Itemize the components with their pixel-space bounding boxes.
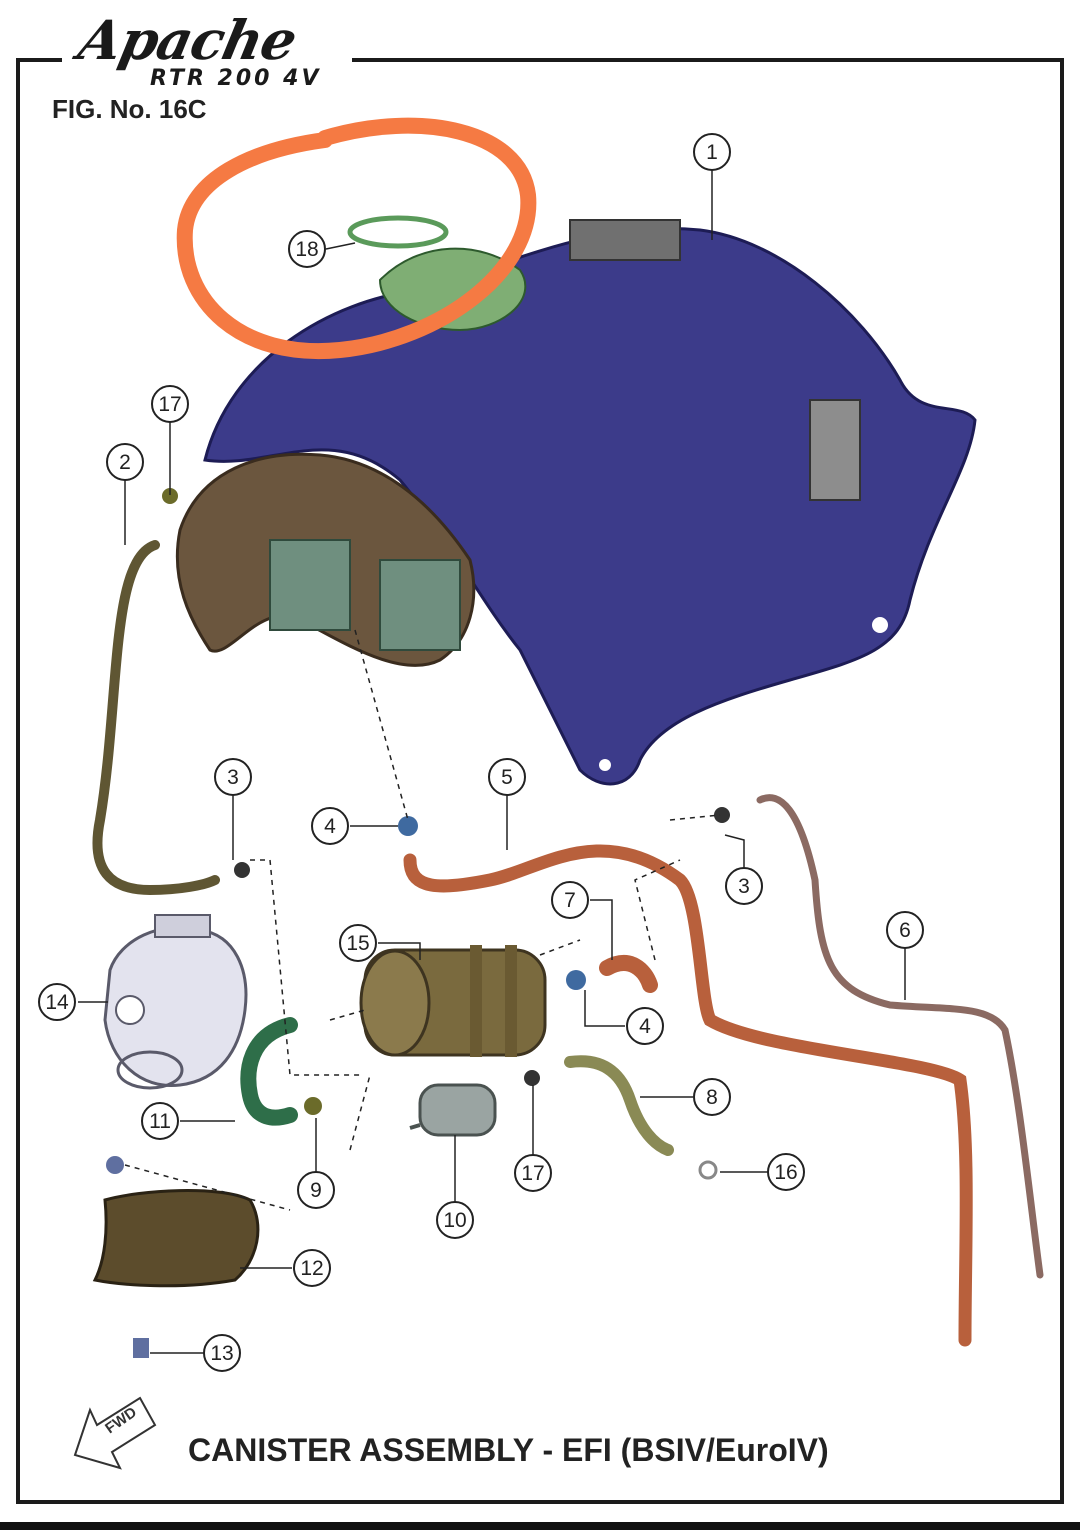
callout-number: 17 xyxy=(521,1162,544,1185)
callout-circle xyxy=(693,1078,731,1116)
canister-part-15 xyxy=(359,945,547,1057)
clip-part-3-left xyxy=(234,862,250,878)
callout-circle xyxy=(203,1334,241,1372)
callout-11: 11 xyxy=(141,1102,179,1140)
callout-number: 4 xyxy=(324,815,336,838)
callout-circle xyxy=(514,1154,552,1192)
callout-10: 10 xyxy=(436,1201,474,1239)
hose-part-7 xyxy=(599,955,658,993)
callout-number: 11 xyxy=(149,1110,171,1133)
callout-18: 18 xyxy=(288,230,326,268)
callout-15: 15 xyxy=(339,924,377,962)
hose-part-6 xyxy=(756,794,1044,1279)
callout-17: 17 xyxy=(151,385,189,423)
callout-circle xyxy=(339,924,377,962)
figure-number: FIG. No. 16C xyxy=(52,94,207,124)
callout-8: 8 xyxy=(693,1078,731,1116)
hose-part-11 xyxy=(240,1017,298,1126)
callout-circle xyxy=(626,1007,664,1045)
callout-17: 17 xyxy=(514,1154,552,1192)
callout-1: 1 xyxy=(693,133,731,171)
callout-circle xyxy=(693,133,731,171)
callout-number: 16 xyxy=(774,1161,797,1184)
callout-number: 17 xyxy=(158,393,181,416)
callout-circle xyxy=(106,443,144,481)
leader-lines xyxy=(78,170,906,1354)
hose-part-5 xyxy=(403,844,973,1347)
screw-part-12 xyxy=(106,1156,124,1174)
callout-circle xyxy=(38,983,76,1021)
callout-circle xyxy=(488,758,526,796)
callout-number: 13 xyxy=(210,1342,233,1365)
callout-number: 10 xyxy=(443,1209,466,1232)
model-label: RTR 200 4V xyxy=(150,66,322,91)
diagram-frame xyxy=(16,58,1064,1504)
callout-6: 6 xyxy=(886,911,924,949)
callout-number: 14 xyxy=(45,991,69,1014)
diagram-caption: CANISTER ASSEMBLY - EFI (BSIV/EuroIV) xyxy=(188,1432,829,1468)
callout-number: 7 xyxy=(564,889,576,912)
o-ring-part-18 xyxy=(347,215,449,249)
callout-14: 14 xyxy=(38,983,76,1021)
clip-part-17-lower xyxy=(524,1070,540,1086)
clip-part-16 xyxy=(698,1160,718,1180)
hose-part-8 xyxy=(564,1055,674,1156)
logo-area xyxy=(62,10,352,100)
callout-circle xyxy=(141,1102,179,1140)
callout-number: 4 xyxy=(639,1015,651,1038)
fwd-arrow-icon xyxy=(73,1396,157,1470)
callout-16: 16 xyxy=(767,1153,805,1191)
callout-number: 2 xyxy=(119,451,131,474)
callout-circle xyxy=(767,1153,805,1191)
cover-part-12 xyxy=(92,1189,260,1288)
filter-part-10 xyxy=(409,1083,497,1137)
callout-number: 3 xyxy=(738,875,750,898)
callout-9: 9 xyxy=(297,1171,335,1209)
clamp-part-4-lower xyxy=(566,970,586,990)
callout-circle xyxy=(151,385,189,423)
callout-number: 12 xyxy=(300,1257,323,1280)
bottom-rule xyxy=(0,1522,1080,1530)
callout-circle xyxy=(725,867,763,905)
bracket-part-14 xyxy=(103,914,248,1090)
callout-3: 3 xyxy=(725,867,763,905)
clip-part-3-right xyxy=(714,807,730,823)
callout-number: 15 xyxy=(346,932,369,955)
callout-13: 13 xyxy=(203,1334,241,1372)
callout-circle xyxy=(293,1249,331,1287)
callout-circle xyxy=(297,1171,335,1209)
bolt-part-13 xyxy=(133,1338,149,1358)
callout-number: 9 xyxy=(310,1179,322,1202)
highlight-circle xyxy=(176,117,537,360)
callout-number: 8 xyxy=(706,1086,718,1109)
callout-number: 5 xyxy=(501,766,513,789)
callout-circle xyxy=(311,807,349,845)
callout-3: 3 xyxy=(214,758,252,796)
callout-number: 18 xyxy=(295,238,318,261)
callout-circle xyxy=(288,230,326,268)
callout-number: 6 xyxy=(899,919,911,942)
clip-part-17-upper xyxy=(162,488,178,504)
callout-4: 4 xyxy=(626,1007,664,1045)
clamp-part-4-upper xyxy=(398,816,418,836)
callout-7: 7 xyxy=(551,881,589,919)
callout-circle xyxy=(214,758,252,796)
callout-4: 4 xyxy=(311,807,349,845)
hose-part-2 xyxy=(92,540,220,896)
clip-part-9 xyxy=(304,1097,322,1115)
fuel-tank xyxy=(175,219,977,786)
assembly-lines xyxy=(124,629,721,1211)
callout-12: 12 xyxy=(293,1249,331,1287)
callout-circle xyxy=(436,1201,474,1239)
callout-2: 2 xyxy=(106,443,144,481)
callout-circle xyxy=(551,881,589,919)
callout-number: 1 xyxy=(706,141,718,164)
callout-5: 5 xyxy=(488,758,526,796)
callout-circle xyxy=(886,911,924,949)
callout-number: 3 xyxy=(227,766,239,789)
